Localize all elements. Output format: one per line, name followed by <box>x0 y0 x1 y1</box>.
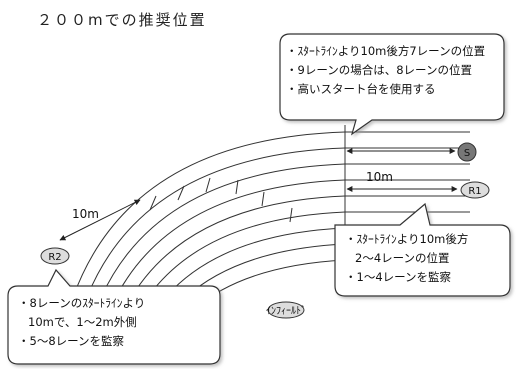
stagger-tick <box>289 207 293 223</box>
callout-text-line: ・9レーンの場合は、8レーンの位置 <box>286 63 472 77</box>
starter-marker-label: S <box>464 148 470 159</box>
callout-bottom-left-bubble <box>7 268 221 365</box>
stagger-tick <box>261 191 265 207</box>
stagger-ticks <box>149 177 293 223</box>
callout-right: ・ｽﾀｰﾄﾗｲﾝより10m後方 2～4レーンの位置 ・1～4レーンを監察 <box>345 230 468 287</box>
recaller-1-marker: R1 <box>460 181 490 199</box>
stagger-tick <box>235 179 239 195</box>
callout-top-right-bubble <box>279 33 505 136</box>
infield-label: ｲﾝﾌｨｰﾙﾄﾞ <box>266 305 306 317</box>
callout-text-line: ・ｽﾀｰﾄﾗｲﾝより10m後方7レーンの位置 <box>286 44 486 58</box>
callout-text-line: 10mで、1～2m外側 <box>28 315 137 329</box>
callout-text-line: ・ｽﾀｰﾄﾗｲﾝより10m後方 <box>345 232 469 246</box>
stagger-tick <box>205 177 211 193</box>
stagger-tick <box>149 195 157 211</box>
callout-text-line: ・1～4レーンを監察 <box>345 270 452 284</box>
starter-marker: S <box>457 142 477 162</box>
dimension-arrow-left <box>59 199 141 241</box>
stagger-tick <box>177 185 185 201</box>
dimension-label-right: 10m <box>366 170 393 184</box>
callout-text-line: ・8レーンのｽﾀｰﾄﾗｲﾝより <box>18 296 146 310</box>
callout-right-bubble <box>334 202 511 297</box>
infield-marker: ｲﾝﾌｨｰﾙﾄﾞ <box>266 301 306 319</box>
recaller-2-marker: R2 <box>40 247 70 265</box>
dimension-label-left: 10m <box>72 207 99 221</box>
recaller-1-label: R1 <box>468 186 481 197</box>
callout-text-line: ・高いスタート台を使用する <box>286 82 436 96</box>
diagram-title: ２００mでの推奨位置 <box>37 11 207 29</box>
callout-text-line: 2～4レーンの位置 <box>355 251 450 265</box>
callout-bottom-left: ・8レーンのｽﾀｰﾄﾗｲﾝより 10mで、1～2m外側 ・5～8レーンを監察 <box>18 294 145 351</box>
callout-text-line: ・5～8レーンを監察 <box>18 334 125 348</box>
callout-top-right: ・ｽﾀｰﾄﾗｲﾝより10m後方7レーンの位置 ・9レーンの場合は、8レーンの位置… <box>286 42 485 99</box>
recaller-2-label: R2 <box>48 252 61 263</box>
